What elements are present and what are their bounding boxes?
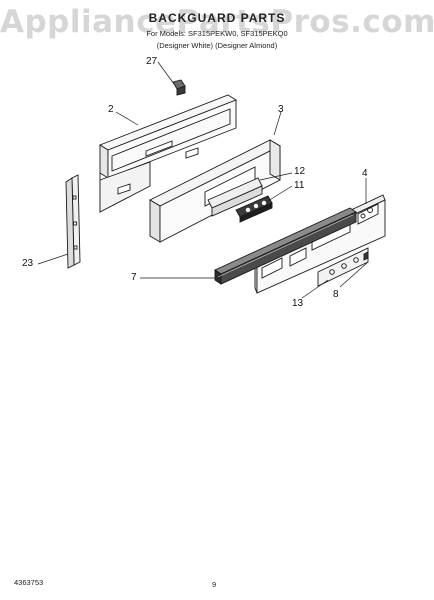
colors-line: (Designer White) (Designer Almond) xyxy=(156,41,278,50)
part-3-front-trim xyxy=(149,139,281,243)
page-number: 9 xyxy=(212,580,217,589)
callout-7: 7 xyxy=(131,272,137,283)
callout-3: 3 xyxy=(278,104,284,115)
callout-8: 8 xyxy=(333,289,339,300)
part-23-side-bracket xyxy=(65,174,81,269)
part-7-trim-strip xyxy=(214,207,357,285)
part-11-knob-cluster xyxy=(235,195,273,223)
callout-11: 11 xyxy=(294,180,305,191)
part-2-rear-panel xyxy=(99,94,237,213)
doc-number: 4363753 xyxy=(14,578,44,587)
models-line: For Models: SF315PEKW0, SF315PEKQ0 xyxy=(146,29,288,38)
part-12-bezel xyxy=(207,177,263,217)
callout-2: 2 xyxy=(108,104,114,115)
callout-27: 27 xyxy=(146,56,158,67)
diagram-title: BACKGUARD PARTS xyxy=(148,11,286,25)
callout-4: 4 xyxy=(362,168,368,179)
callout-13: 13 xyxy=(292,298,304,309)
callout-23: 23 xyxy=(22,258,34,269)
watermark: AppliancePartsPros.com xyxy=(0,4,434,40)
callout-12: 12 xyxy=(294,166,306,177)
leader-lines xyxy=(37,61,369,299)
part-8-lower-control-strip xyxy=(317,247,369,287)
part-27-clip xyxy=(172,79,186,96)
